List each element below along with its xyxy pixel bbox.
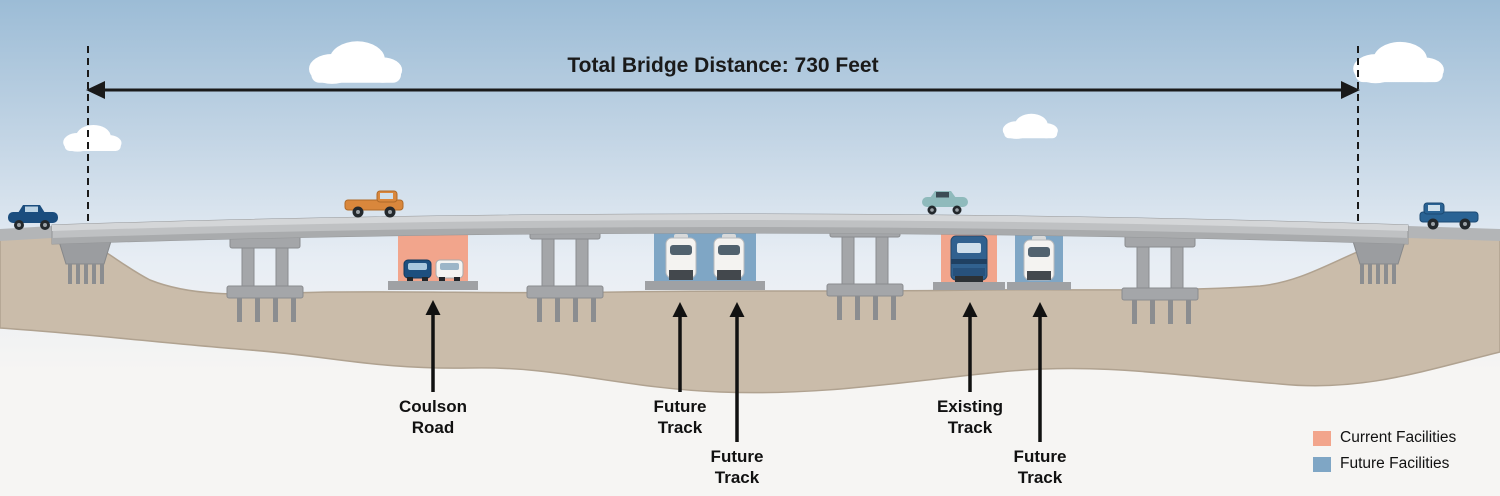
label-existing-track: Existing Track bbox=[936, 397, 1004, 438]
legend: Current Facilities Future Facilities bbox=[1313, 429, 1456, 473]
arrowhead-up-icon bbox=[425, 300, 441, 315]
callout-arrows bbox=[425, 300, 1048, 442]
abutment-left bbox=[57, 237, 113, 284]
dimension-indicator bbox=[86, 46, 1360, 232]
car-icon bbox=[435, 259, 464, 281]
current-facilities-swatch-icon bbox=[1313, 430, 1331, 446]
legend-item-current-facilities: Current Facilities bbox=[1313, 429, 1456, 447]
arrowhead-left-icon bbox=[86, 81, 105, 99]
underpass-road-surface bbox=[388, 281, 478, 290]
arrowhead-right-icon bbox=[1341, 81, 1360, 99]
arrowhead-up-icon bbox=[1032, 302, 1048, 317]
track-bed-surface bbox=[1007, 282, 1071, 290]
car-icon bbox=[8, 205, 58, 230]
car-icon bbox=[922, 191, 968, 215]
legend-label: Future Facilities bbox=[1340, 455, 1450, 472]
zone-future-tracks bbox=[645, 228, 765, 290]
bridge-deck bbox=[51, 213, 1409, 245]
arrowhead-up-icon bbox=[729, 302, 745, 317]
train-icon bbox=[713, 234, 745, 280]
label-future-track-left: Future Track bbox=[653, 397, 707, 438]
approach-road-right bbox=[1408, 226, 1500, 241]
label-coulson-road: Coulson Road bbox=[399, 397, 467, 438]
dimension-title: Total Bridge Distance: 730 Feet bbox=[567, 54, 879, 77]
car-icon bbox=[403, 259, 432, 281]
future-facilities-swatch-icon bbox=[1313, 456, 1331, 472]
track-bed-surface bbox=[645, 281, 765, 290]
arrowhead-up-icon bbox=[672, 302, 688, 317]
legend-label: Current Facilities bbox=[1340, 429, 1457, 446]
abutment-right bbox=[1351, 237, 1407, 284]
label-future-track-right: Future Track bbox=[1013, 447, 1067, 488]
train-icon bbox=[1023, 236, 1055, 281]
train-icon bbox=[665, 234, 697, 280]
pickup-truck-icon bbox=[1419, 202, 1479, 230]
label-future-track-center: Future Track bbox=[710, 447, 764, 488]
arrowhead-up-icon bbox=[962, 302, 978, 317]
track-bed-surface bbox=[933, 282, 1005, 290]
locomotive-icon bbox=[950, 235, 988, 282]
legend-item-future-facilities: Future Facilities bbox=[1313, 455, 1456, 473]
pickup-truck-icon bbox=[344, 190, 404, 218]
ground bbox=[0, 231, 1500, 394]
zone-coulson-road bbox=[388, 233, 478, 290]
bridge-pier bbox=[226, 235, 304, 322]
approach-road-left bbox=[0, 226, 52, 241]
